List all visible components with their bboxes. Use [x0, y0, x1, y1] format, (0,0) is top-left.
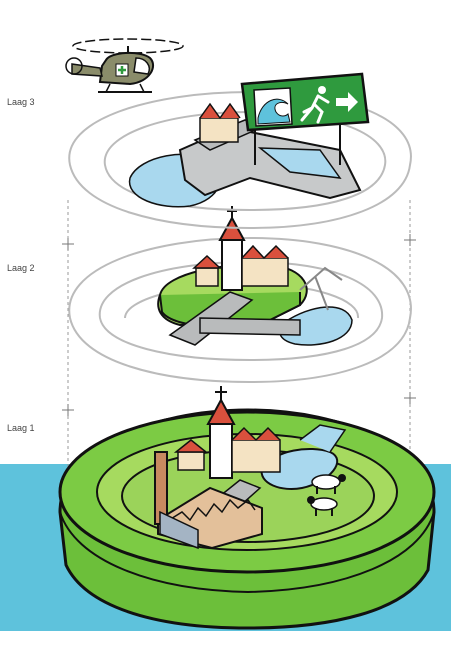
- house-icon: [200, 104, 240, 142]
- helicopter-icon: [66, 39, 183, 92]
- church-icon: [194, 206, 288, 290]
- layer-3-label: Laag 3: [7, 97, 35, 107]
- layer-2-spatial-planning: [69, 206, 411, 382]
- layer-2-label: Laag 2: [7, 263, 35, 273]
- layer-1-dike-island: [60, 386, 434, 628]
- wave-icon: [254, 88, 292, 126]
- layer-1-label: Laag 1: [7, 423, 35, 433]
- layer-3-disaster-management: [69, 74, 411, 228]
